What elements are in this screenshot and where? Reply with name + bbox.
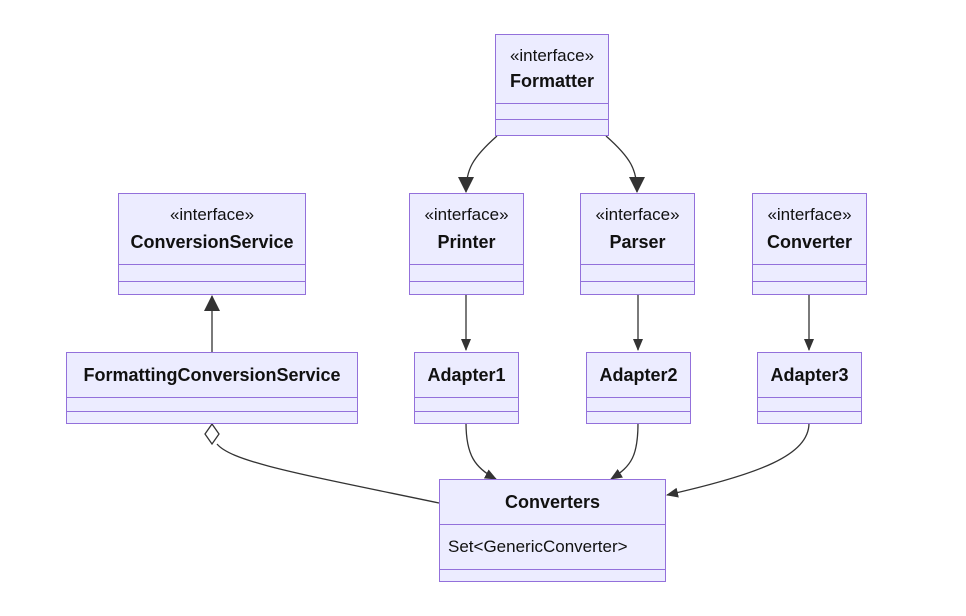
stereotype-label: «interface» (169, 205, 255, 224)
class-parser[interactable]: «interface» Parser (580, 193, 695, 295)
attributes-section (410, 264, 523, 281)
class-name: Converters (504, 492, 601, 512)
class-formatting-conversion-service[interactable]: FormattingConversionService (66, 352, 358, 424)
class-name: Converter (766, 232, 853, 252)
methods-section (410, 281, 523, 294)
methods-section (753, 281, 866, 294)
class-name: Adapter2 (599, 365, 678, 385)
class-name: FormattingConversionService (83, 365, 341, 385)
methods-section (581, 281, 694, 294)
methods-section (496, 119, 608, 135)
stereotype-label: «interface» (767, 205, 852, 224)
edge-formatter-printer (458, 135, 498, 193)
edge-adapter1-converters (465, 422, 497, 480)
methods-section (415, 411, 518, 423)
class-name: Adapter3 (770, 365, 849, 385)
attributes-section (67, 397, 357, 411)
attributes-section (753, 264, 866, 281)
class-conversion-service[interactable]: «interface» ConversionService (118, 193, 306, 295)
attributes-section (496, 103, 608, 119)
attributes-section: Set<GenericConverter> (440, 524, 665, 569)
methods-section (119, 281, 305, 294)
class-adapter3[interactable]: Adapter3 (757, 352, 862, 424)
stereotype-label: «interface» (424, 205, 509, 224)
methods-section (758, 411, 861, 423)
edge-adapter3-converters (666, 422, 810, 498)
aggregation-diamond (204, 422, 220, 446)
stereotype-label: «interface» (509, 46, 595, 65)
class-formatter[interactable]: «interface» Formatter (495, 34, 609, 136)
class-converters[interactable]: Converters Set<GenericConverter> (439, 479, 666, 582)
class-printer[interactable]: «interface» Printer (409, 193, 524, 295)
attributes-section (581, 264, 694, 281)
edge-formatter-parser (605, 135, 645, 193)
attributes-section (415, 397, 518, 411)
class-name: Printer (437, 232, 496, 252)
methods-section (440, 569, 665, 581)
methods-section (67, 411, 357, 423)
edge-fcs-converters-aggregation (216, 443, 440, 504)
attribute-item: Set<GenericConverter> (448, 537, 628, 556)
class-adapter1[interactable]: Adapter1 (414, 352, 519, 424)
attributes-section (119, 264, 305, 281)
class-converter[interactable]: «interface» Converter (752, 193, 867, 295)
class-name: Formatter (509, 71, 594, 91)
class-name: Parser (609, 232, 666, 252)
edge-adapter2-converters (610, 422, 639, 480)
class-name: Adapter1 (427, 365, 506, 385)
stereotype-label: «interface» (595, 205, 680, 224)
attributes-section (758, 397, 861, 411)
class-name: ConversionService (130, 232, 294, 252)
attributes-section (587, 397, 690, 411)
class-adapter2[interactable]: Adapter2 (586, 352, 691, 424)
methods-section (587, 411, 690, 423)
